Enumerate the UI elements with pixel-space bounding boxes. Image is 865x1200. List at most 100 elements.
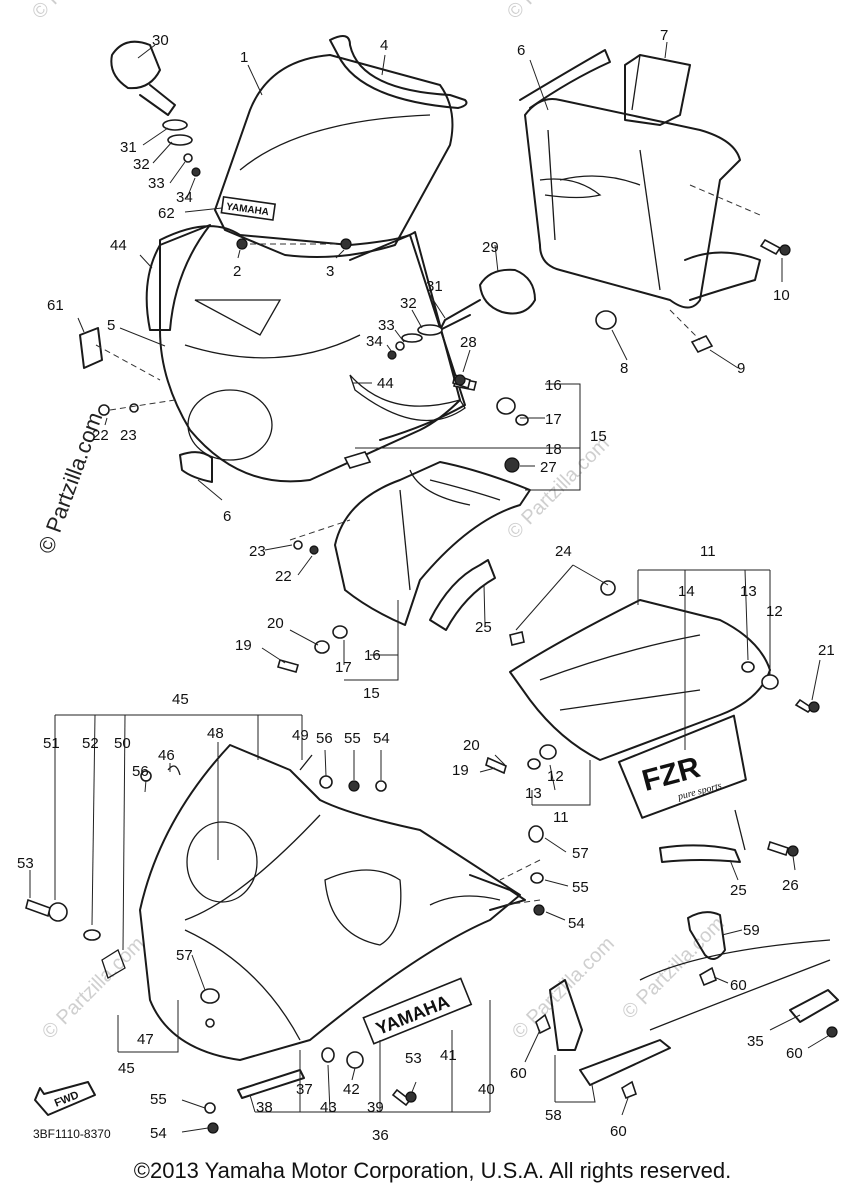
- bracket-35: [789, 989, 839, 1023]
- callout-57b: 57: [176, 947, 193, 964]
- inner-panel-left: [145, 224, 211, 331]
- callout-43: 43: [320, 1099, 337, 1116]
- callout-22b: 22: [275, 568, 292, 585]
- callout-16b: 16: [364, 647, 381, 664]
- cowling-stay: [524, 98, 741, 309]
- callout-51: 51: [43, 735, 60, 752]
- callout-29: 29: [482, 239, 499, 256]
- callout-55: 55: [572, 879, 589, 896]
- callout-19: 19: [235, 637, 252, 654]
- callout-2: 2: [233, 263, 241, 280]
- callout-44: 44: [110, 237, 127, 254]
- callout-58: 58: [545, 1107, 562, 1124]
- callout-55b: 55: [344, 730, 361, 747]
- callout-53: 53: [17, 855, 34, 872]
- callout-22: 22: [92, 427, 109, 444]
- callout-60: 60: [730, 977, 747, 994]
- diagram-code: 3BF1110-8370: [33, 1127, 111, 1141]
- callout-17b: 17: [335, 659, 352, 676]
- bracket-58: [549, 979, 583, 1051]
- callout-20b: 20: [463, 737, 480, 754]
- callout-30: 30: [152, 32, 169, 49]
- callout-40: 40: [478, 1081, 495, 1098]
- callout-1: 1: [240, 49, 248, 66]
- callout-37: 37: [296, 1081, 313, 1098]
- callout-28: 28: [460, 334, 477, 351]
- inner-panel-group: [277, 373, 531, 673]
- callout-32: 32: [133, 156, 150, 173]
- callout-34: 34: [176, 189, 193, 206]
- callout-6b: 6: [517, 42, 525, 59]
- callout-27: 27: [540, 459, 557, 476]
- callout-15: 15: [590, 428, 607, 445]
- callout-23: 23: [120, 427, 137, 444]
- lower-brackets-group: [535, 911, 839, 1100]
- callout-60c: 60: [610, 1123, 627, 1140]
- bracket-25-upper: [429, 559, 496, 631]
- plate: [79, 327, 103, 369]
- callout-24: 24: [555, 543, 572, 560]
- callout-17: 17: [545, 411, 562, 428]
- callout-46: 46: [158, 747, 175, 764]
- callout-10: 10: [773, 287, 790, 304]
- callout-49: 49: [292, 727, 309, 744]
- leader-lines: [29, 41, 829, 1133]
- fwd-arrow: [34, 1081, 96, 1116]
- callout-52: 52: [82, 735, 99, 752]
- callout-39: 39: [367, 1099, 384, 1116]
- callout-35: 35: [747, 1033, 764, 1050]
- callout-45b: 45: [118, 1060, 135, 1077]
- callout-56: 56: [132, 763, 149, 780]
- callout-12b: 12: [547, 768, 564, 785]
- watermark: © Partzilla.com: [508, 933, 619, 1044]
- callout-20: 20: [267, 615, 284, 632]
- callout-62: 62: [158, 205, 175, 222]
- callout-7: 7: [660, 27, 668, 44]
- callout-8: 8: [620, 360, 628, 377]
- callout-18: 18: [545, 441, 562, 458]
- callout-31b: 31: [426, 278, 443, 295]
- callout-15b: 15: [363, 685, 380, 702]
- callout-25b: 25: [730, 882, 747, 899]
- side-cover-group: FZR pure sports: [485, 580, 820, 863]
- callout-41: 41: [440, 1047, 457, 1064]
- watermark: © Partzilla.com: [38, 933, 149, 1044]
- duct-piece: [179, 451, 213, 483]
- inner-panel: [334, 461, 531, 626]
- callout-54: 54: [568, 915, 585, 932]
- callout-57: 57: [572, 845, 589, 862]
- windshield: [214, 54, 454, 259]
- callout-61: 61: [47, 297, 64, 314]
- callout-26: 26: [782, 877, 799, 894]
- callout-labels: 1 4 30 31 32 33 34 62 2 3 44 5 61 22 23 …: [17, 27, 835, 1144]
- windshield-trim: [329, 35, 468, 109]
- callout-11b: 11: [553, 809, 569, 826]
- callout-16: 16: [545, 377, 562, 394]
- callout-12: 12: [766, 603, 783, 620]
- callout-53b: 53: [405, 1050, 422, 1067]
- lower-cowl: [139, 744, 521, 1061]
- lower-cowling-group: YAMAHA FWD: [25, 744, 545, 1134]
- callout-55c: 55: [150, 1091, 167, 1108]
- mirror-right: [479, 268, 536, 315]
- watermark: © Partzilla.com: [28, 0, 139, 24]
- callout-19b: 19: [452, 762, 469, 779]
- mirror-left: [110, 40, 161, 90]
- callout-11: 11: [700, 543, 716, 560]
- callout-59: 59: [743, 922, 760, 939]
- callout-23b: 23: [249, 543, 266, 560]
- callout-9: 9: [737, 360, 745, 377]
- cowling-stay-group: [519, 49, 791, 354]
- upper-cowling-group: YAMAHA: [79, 35, 536, 483]
- callout-33: 33: [148, 175, 165, 192]
- callout-3: 3: [326, 263, 334, 280]
- callout-45: 45: [172, 691, 189, 708]
- callout-13b: 13: [525, 785, 542, 802]
- callout-38: 38: [256, 1099, 273, 1116]
- watermark: © Partzilla.com: [503, 0, 614, 24]
- callout-56b: 56: [316, 730, 333, 747]
- callout-50: 50: [114, 735, 131, 752]
- callout-32b: 32: [400, 295, 417, 312]
- callout-47: 47: [137, 1031, 154, 1048]
